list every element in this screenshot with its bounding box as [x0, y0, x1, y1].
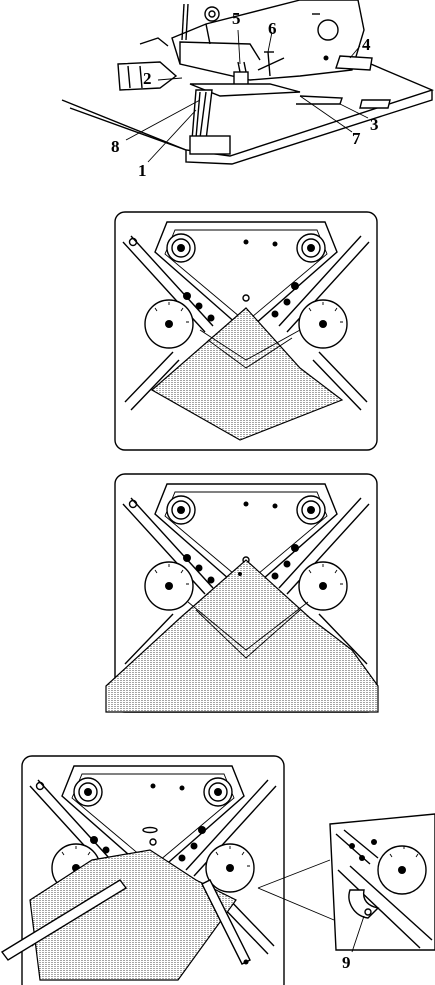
top-view-4: [0, 755, 285, 985]
callout-9: 9: [342, 953, 351, 972]
callout-6: 6: [268, 19, 277, 38]
workpiece-4: [29, 849, 237, 981]
callout-4: 4: [362, 35, 371, 54]
callout-leaders: [125, 29, 369, 163]
workpiece-2: [150, 307, 344, 441]
callout-3: 3: [370, 115, 379, 134]
perspective-assembly: [61, 0, 434, 165]
callout-2: 2: [143, 69, 152, 88]
workpiece-3: [105, 559, 379, 713]
detail-inset: [257, 813, 435, 953]
callout-5: 5: [232, 9, 241, 28]
top-view-3: [105, 473, 379, 713]
top-view-2: [114, 211, 378, 451]
callout-8: 8: [111, 137, 120, 156]
callout-7: 7: [352, 129, 361, 148]
callout-1: 1: [138, 161, 147, 180]
